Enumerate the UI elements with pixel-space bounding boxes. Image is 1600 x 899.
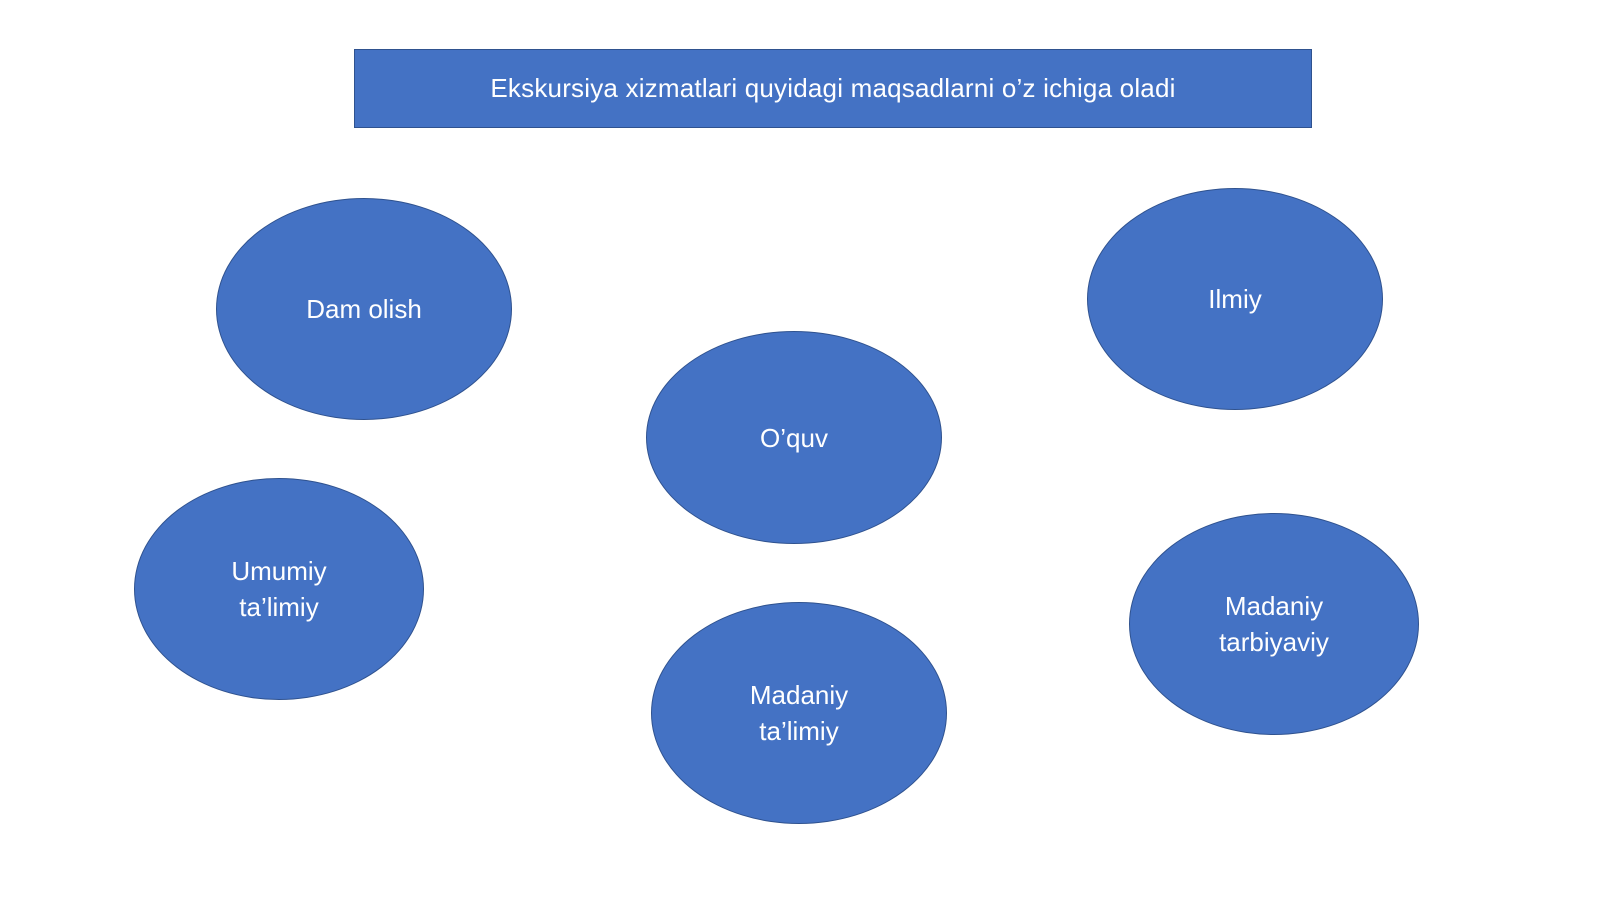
- ellipse-label: Ilmiy: [1208, 284, 1262, 314]
- ellipse-madaniy-tarbiyaviy: Madaniy tarbiyaviy: [1129, 513, 1419, 735]
- title-box: Ekskursiya xizmatlari quyidagi maqsadlar…: [354, 49, 1312, 128]
- ellipse-label: Umumiy ta’limiy: [231, 556, 327, 622]
- ellipse-label: Madaniy tarbiyaviy: [1219, 591, 1329, 657]
- ellipse-dam-olish: Dam olish: [216, 198, 512, 420]
- ellipse-label: Madaniy ta’limiy: [749, 680, 849, 746]
- ellipse-oquv: O’quv: [646, 331, 942, 544]
- ellipse-ilmiy: Ilmiy: [1087, 188, 1383, 410]
- ellipse-umumiy-talimiy: Umumiy ta’limiy: [134, 478, 424, 700]
- ellipse-madaniy-talimiy: Madaniy ta’limiy: [651, 602, 947, 824]
- ellipse-label: Dam olish: [306, 294, 422, 324]
- ellipse-label: O’quv: [760, 422, 828, 453]
- title-text: Ekskursiya xizmatlari quyidagi maqsadlar…: [490, 73, 1176, 103]
